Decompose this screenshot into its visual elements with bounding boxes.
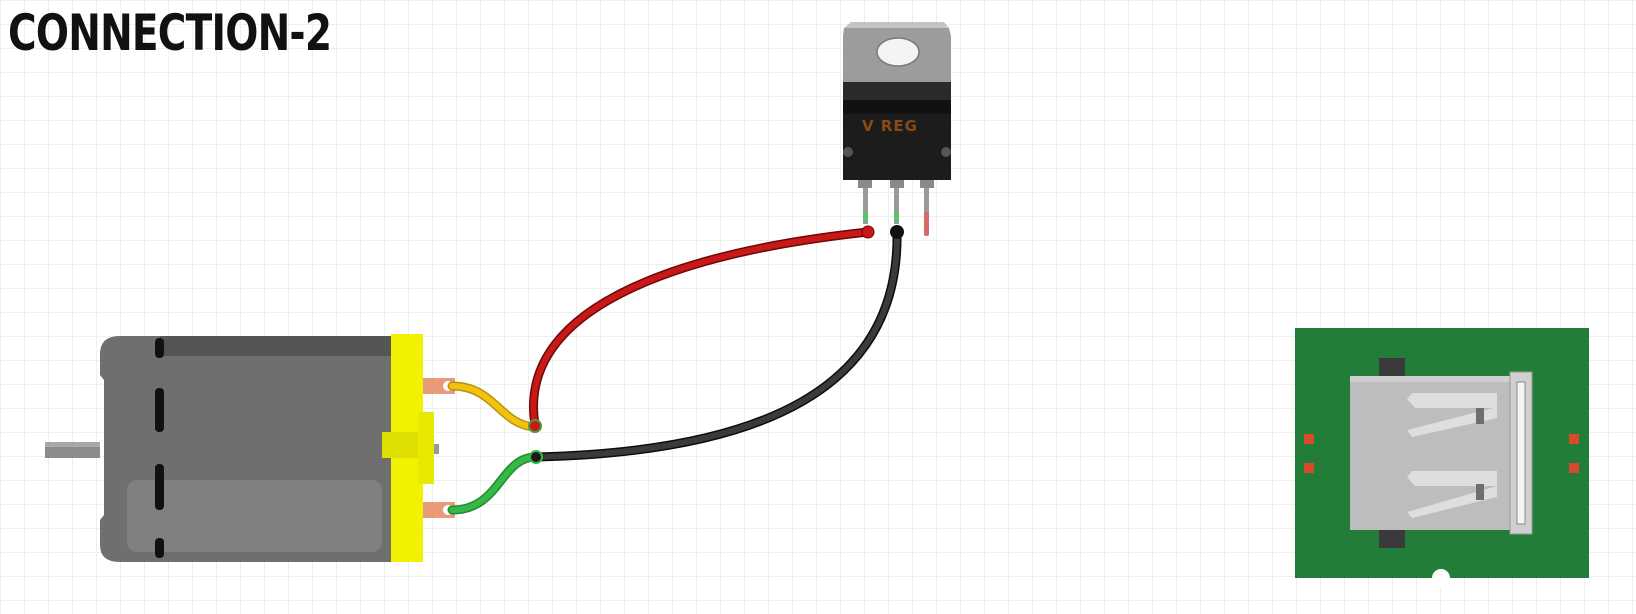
wires (447, 225, 904, 515)
joint-black-green (529, 450, 543, 464)
usb-breakout-board[interactable] (1295, 328, 1589, 587)
voltage-regulator[interactable]: V REG (843, 22, 951, 236)
regulator-body (843, 114, 951, 180)
usb-pads (1304, 434, 1579, 473)
joint-red-regulator (861, 225, 875, 239)
regulator-output-pin (924, 212, 929, 236)
motor-vent-slots (155, 338, 164, 558)
regulator-mount-hole (876, 37, 920, 67)
wire-black[interactable] (530, 227, 902, 462)
joint-black-regulator (890, 225, 904, 239)
wire-green[interactable] (447, 452, 540, 515)
regulator-pins (858, 180, 934, 236)
usb-pcb-hole (1432, 569, 1450, 587)
regulator-label: V REG (862, 117, 918, 135)
diagram-title: CONNECTION-2 (8, 4, 332, 62)
dc-motor[interactable] (45, 334, 455, 562)
joint-red-yellow (528, 419, 542, 433)
